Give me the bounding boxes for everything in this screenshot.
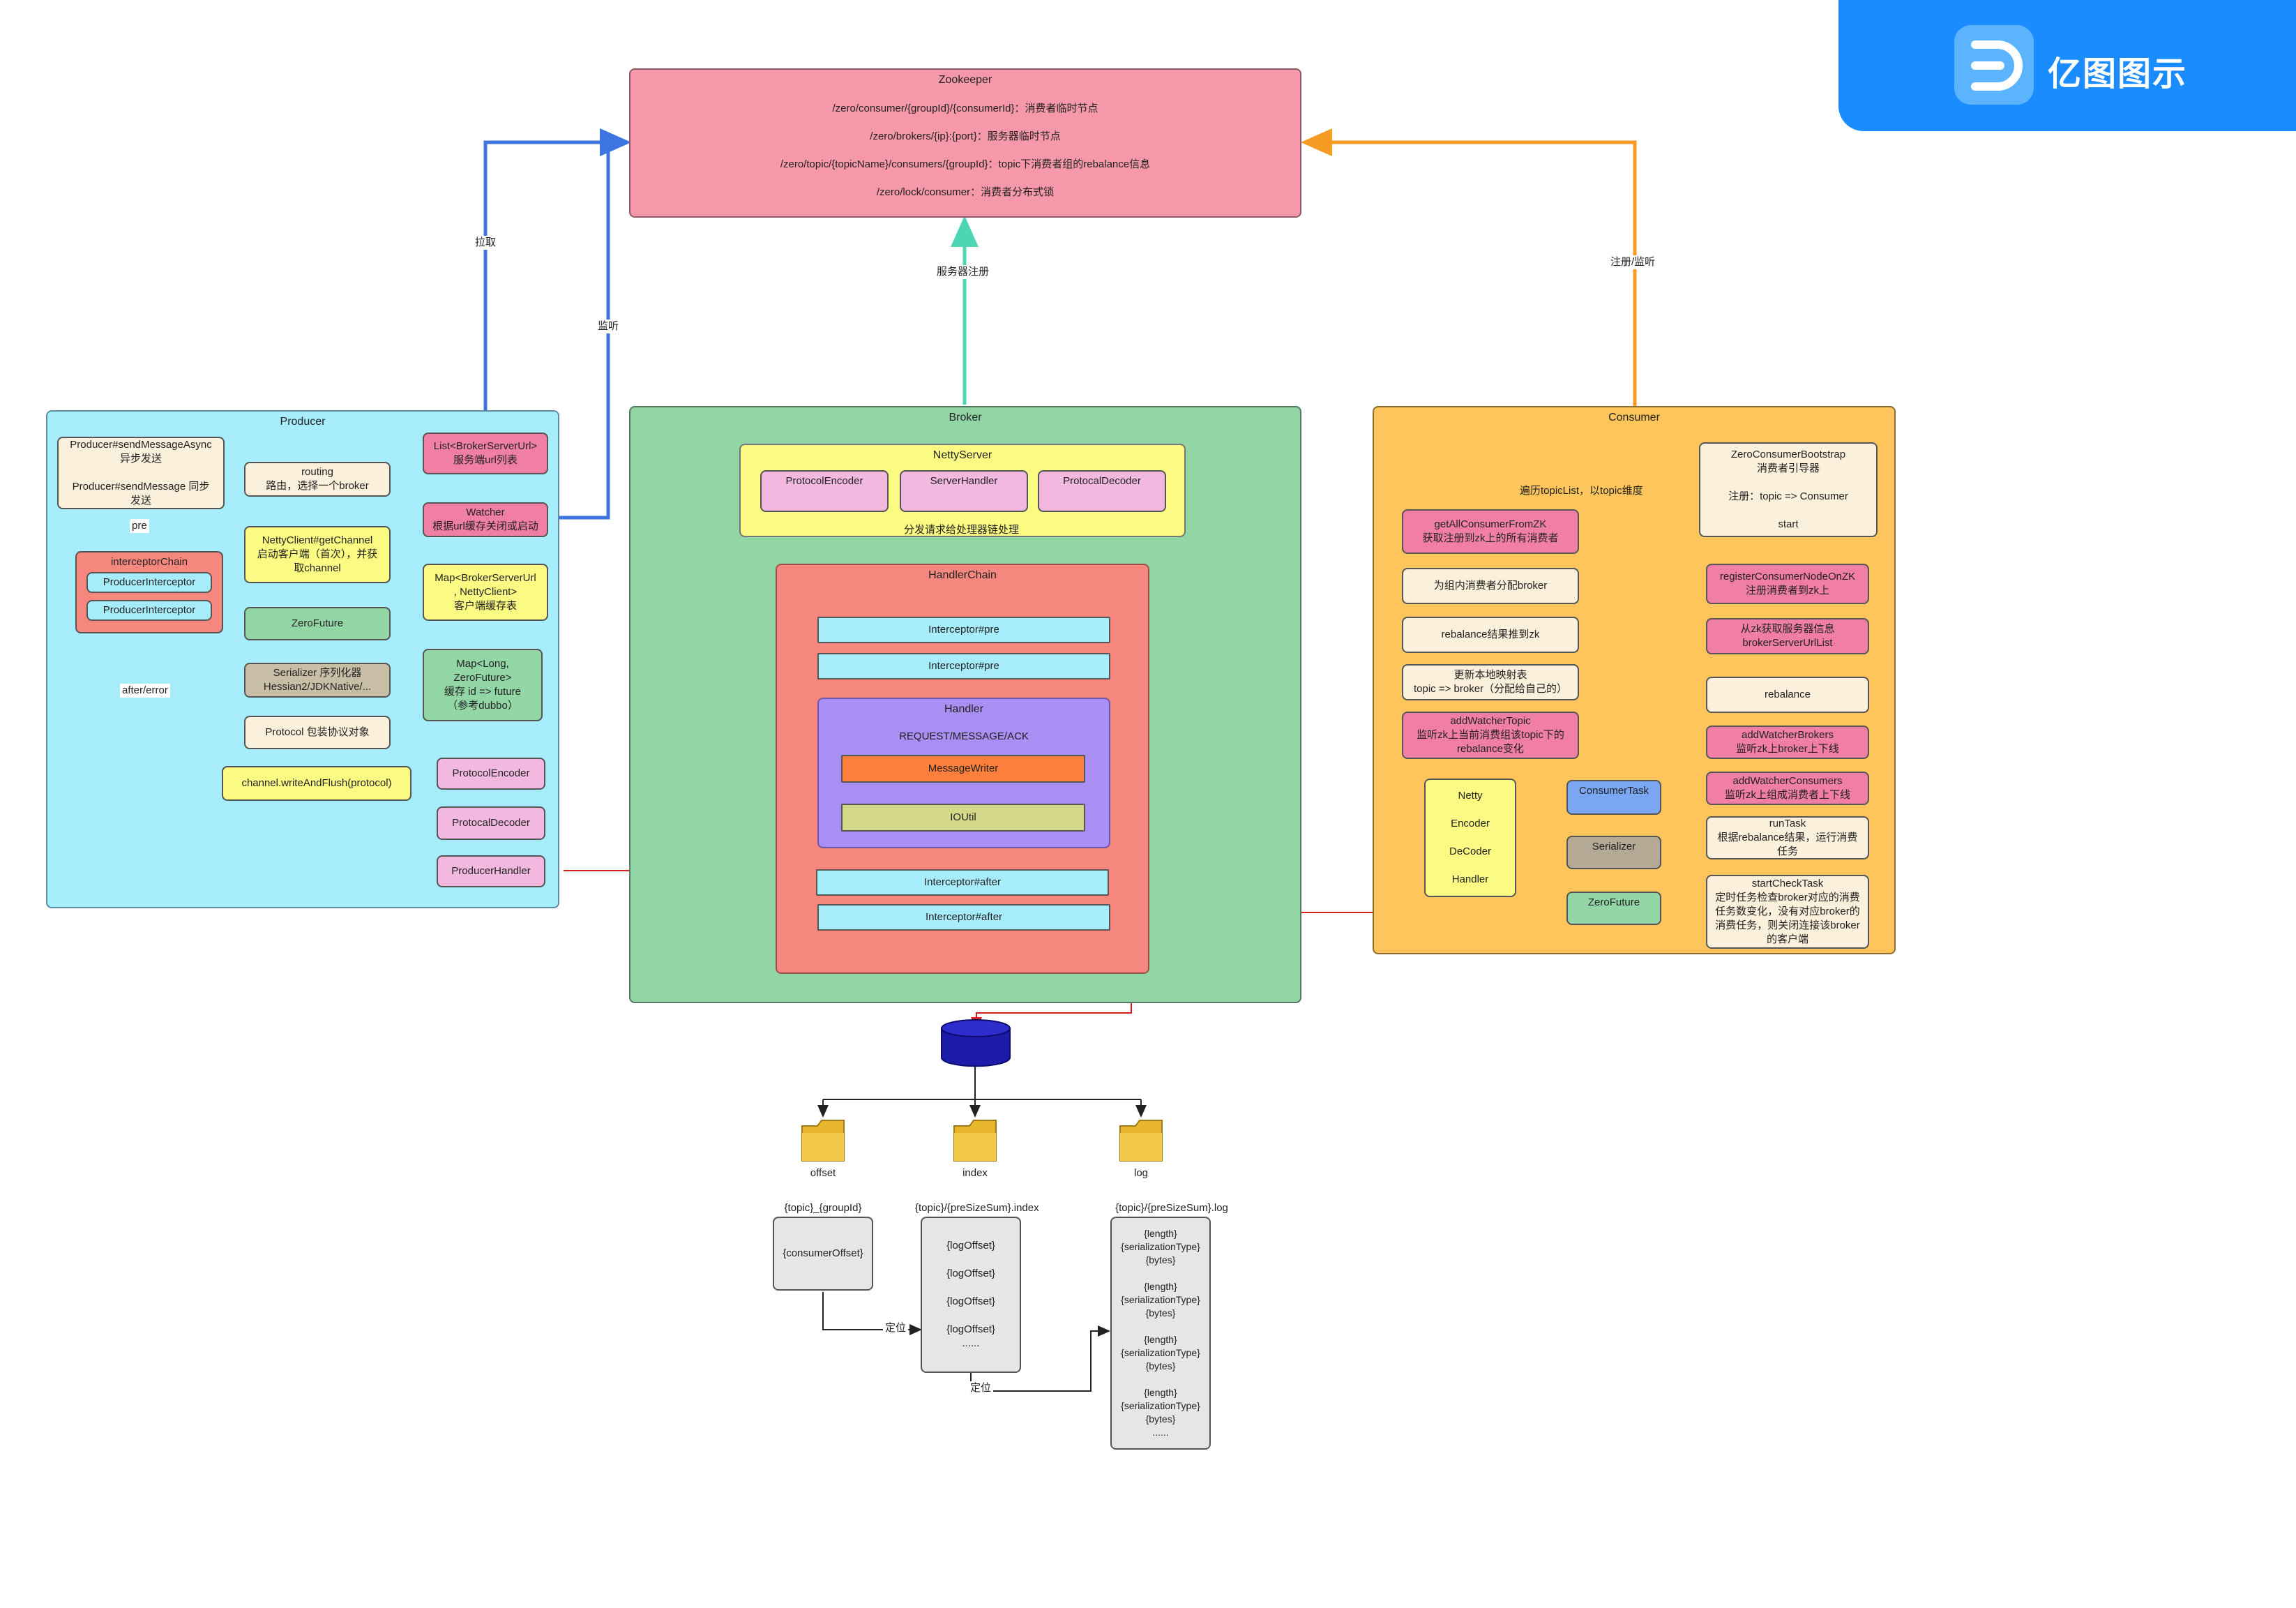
locate-label-2: 定位	[968, 1381, 994, 1395]
log-file-box: {length} {serializationType} {bytes} {le…	[1110, 1217, 1211, 1450]
log-folder-icon	[1119, 1120, 1163, 1162]
protocol-box: Protocol 包装协议对象	[244, 716, 391, 749]
offset-file-box: {consumerOffset}	[773, 1217, 873, 1291]
server-handler-box: ServerHandler	[900, 470, 1028, 512]
offset-folder-icon	[801, 1120, 845, 1162]
zk-lock-path: /zero/lock/consumer：消费者分布式锁	[876, 186, 1055, 198]
zk-consumer-path: /zero/consumer/{groupId}/{consumerId}：消费…	[832, 103, 1098, 114]
producer-handler-box: ProducerHandler	[437, 855, 545, 887]
producer-interceptor-1: ProducerInterceptor	[86, 572, 212, 593]
handler-types: REQUEST/MESSAGE/ACK	[899, 730, 1029, 742]
pull-connector	[483, 128, 631, 433]
pull-label: 拉取	[473, 236, 499, 250]
interceptor-after-2: Interceptor#after	[817, 904, 1110, 931]
routing-box: routing 路由，选择一个broker	[244, 462, 391, 497]
netty-client-box: NettyClient#getChannel 启动客户端（首次），并获 取cha…	[244, 526, 391, 583]
netty-box: Netty Encoder DeCoder Handler	[1424, 779, 1516, 897]
message-writer-box: MessageWriter	[841, 755, 1085, 783]
database-icon	[941, 1019, 1011, 1067]
interceptor-pre-1: Interceptor#pre	[817, 617, 1110, 643]
producer-interceptor-2: ProducerInterceptor	[86, 600, 212, 621]
producer-decoder-box: ProtocalDecoder	[437, 806, 545, 840]
zk-topic-path: /zero/topic/{topicName}/consumers/{group…	[780, 158, 1151, 170]
index-file-box: {logOffset} {logOffset} {logOffset} {log…	[921, 1217, 1021, 1373]
producer-send-box: Producer#sendMessageAsync 异步发送 Producer#…	[57, 437, 225, 509]
offset-folder-label: offset	[810, 1167, 836, 1179]
brand-name: 亿图图示	[2048, 54, 2188, 93]
consumer-zero-future-box: ZeroFuture	[1566, 892, 1661, 925]
consumer-task-box: ConsumerTask	[1566, 780, 1661, 815]
add-watcher-brokers-box: addWatcherBrokers 监听zk上broker上下线	[1706, 726, 1869, 759]
log-file-name: {topic}/{preSizeSum}.log	[1115, 1202, 1228, 1214]
get-all-consumers-box: getAllConsumerFromZK 获取注册到zk上的所有消费者	[1402, 509, 1579, 554]
add-watcher-consumers-box: addWatcherConsumers 监听zk上组成消费者上下线	[1706, 772, 1869, 805]
interceptor-pre-2: Interceptor#pre	[817, 653, 1110, 679]
locate-label-1: 定位	[883, 1321, 909, 1335]
register-watch-label: 注册/监听	[1608, 255, 1658, 269]
handler-chain-title: HandlerChain	[928, 569, 997, 581]
producer-title: Producer	[280, 416, 326, 428]
index-folder-icon	[953, 1120, 997, 1162]
watch-label: 监听	[596, 320, 621, 333]
edraw-logo-icon	[1954, 25, 2034, 105]
offset-file-name: {topic}_{groupId}	[784, 1202, 862, 1214]
consumer-serializer-box: Serializer	[1566, 836, 1661, 869]
broker-title: Broker	[949, 412, 982, 423]
assign-broker-box: 为组内消费者分配broker	[1402, 568, 1579, 604]
update-map-box: 更新本地映射表 topic => broker（分配给自己的）	[1402, 664, 1579, 700]
broker-decoder-box: ProtocalDecoder	[1038, 470, 1166, 512]
server-list-box: List<BrokerServerUrl> 服务端url列表	[423, 433, 548, 474]
register-consumer-box: registerConsumerNodeOnZK 注册消费者到zk上	[1706, 564, 1869, 604]
zk-brokers-path: /zero/brokers/{ip}:{port}：服务器临时节点	[870, 130, 1061, 142]
get-servers-box: 从zk获取服务器信息 brokerServerUrlList	[1706, 618, 1869, 654]
io-util-box: IOUtil	[841, 804, 1085, 832]
pre-label: pre	[130, 519, 149, 533]
index-file-name: {topic}/{preSizeSum}.index	[915, 1202, 1039, 1214]
start-check-box: startCheckTask 定时任务检查broker对应的消费 任务数变化，没…	[1706, 875, 1869, 949]
producer-encoder-box: ProtocolEncoder	[437, 758, 545, 790]
server-register-label: 服务器注册	[935, 265, 992, 279]
broker-encoder-box: ProtocolEncoder	[760, 470, 889, 512]
index-folder-label: index	[962, 1167, 988, 1179]
client-map-box: Map<BrokerServerUrl , NettyClient> 客户端缓存…	[423, 564, 548, 621]
zero-future-box: ZeroFuture	[244, 607, 391, 640]
log-folder-label: log	[1133, 1167, 1149, 1179]
zookeeper-box: Zookeeper /zero/consumer/{groupId}/{cons…	[629, 68, 1301, 218]
rebalance-box: rebalance	[1706, 677, 1869, 713]
log-folder	[1119, 1116, 1163, 1162]
register-watch-connector	[1301, 128, 1637, 407]
bootstrap-box: ZeroConsumerBootstrap 消费者引导器 注册：topic =>…	[1699, 442, 1878, 537]
consumer-title: Consumer	[1608, 412, 1660, 423]
run-task-box: runTask 根据rebalance结果，运行消费 任务	[1706, 816, 1869, 859]
future-map-box: Map<Long, ZeroFuture> 缓存 id => future （参…	[423, 649, 543, 721]
serializer-box: Serializer 序列化器 Hessian2/JDKNative/...	[244, 663, 391, 698]
zookeeper-title: Zookeeper	[938, 74, 992, 86]
interceptor-after-1: Interceptor#after	[816, 869, 1109, 896]
push-result-box: rebalance结果推到zk	[1402, 617, 1579, 653]
netty-server-title: NettyServer	[932, 449, 992, 461]
handler-title: Handler	[944, 703, 984, 715]
brand-banner	[1838, 0, 2296, 131]
dispatch-label: 分发请求给处理器链处理	[904, 524, 1020, 536]
write-flush-box: channel.writeAndFlush(protocol)	[222, 766, 411, 801]
offset-folder	[801, 1116, 845, 1162]
after-error-label: after/error	[120, 684, 170, 698]
index-folder	[953, 1116, 997, 1162]
traverse-label: 遍历topicList，以topic维度	[1518, 484, 1645, 498]
add-watcher-topic-box: addWatcherTopic 监听zk上当前消费组该topic下的 rebal…	[1402, 712, 1579, 759]
watcher-box: Watcher 根据url缓存关闭或启动	[423, 502, 548, 537]
interceptor-chain-title: interceptorChain	[110, 556, 188, 568]
